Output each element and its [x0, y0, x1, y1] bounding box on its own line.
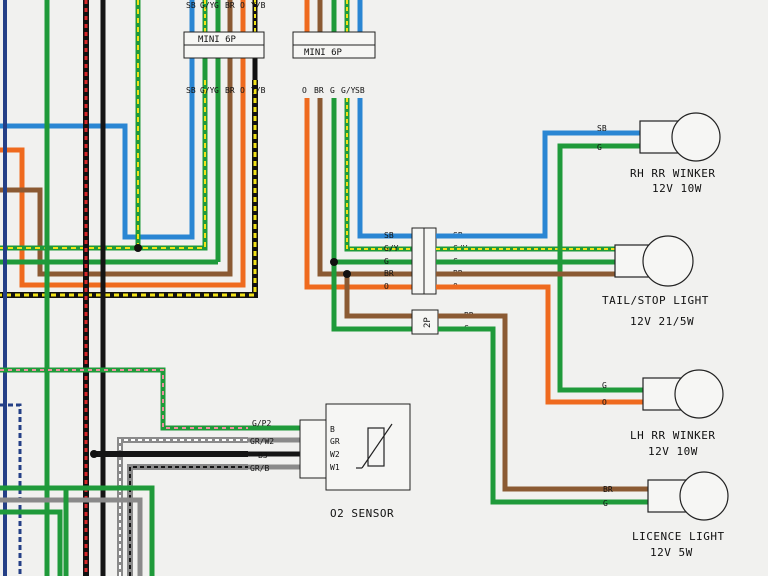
pin-label: G — [330, 86, 335, 95]
o2-pin: W2 — [330, 450, 340, 459]
pin-label: G — [384, 257, 389, 266]
pin-label: Y/B — [251, 86, 266, 95]
o2-pin: W1 — [330, 463, 340, 472]
lh-rr-winker-lamp: LH RR WINKER 12V 10W — [630, 369, 724, 458]
lower-left-harness — [0, 367, 248, 576]
pin-label: SB — [186, 86, 196, 95]
pin-label: O — [240, 1, 245, 10]
pin-label: BR — [603, 485, 613, 494]
pin-label: BR — [384, 269, 394, 278]
o2-sensor-name: O2 SENSOR — [330, 507, 394, 520]
pin-label: Y/B — [251, 1, 266, 10]
connector-2p-label: 2P — [423, 317, 433, 328]
lh-rr-winker-name: LH RR WINKER — [630, 429, 715, 442]
pin-label: G — [602, 381, 607, 390]
pin-label: G — [214, 86, 219, 95]
o2-wire-label: GR/B — [250, 464, 269, 473]
pin-label: G — [597, 143, 602, 152]
mini6p-right-label: MINI 6P — [304, 48, 343, 58]
pin-label: BR — [314, 86, 324, 95]
pin-label: O — [384, 282, 389, 291]
o2-wire-label: GR/W2 — [250, 437, 274, 446]
pin-label: G — [214, 1, 219, 10]
licence-light-name: LICENCE LIGHT — [632, 530, 725, 543]
pin-label: SB — [186, 1, 196, 10]
pin-label: G/Y — [384, 244, 399, 253]
pin-label: SB — [384, 231, 394, 240]
right-wiring: SB G G O BR G — [436, 124, 648, 508]
pin-label: BR — [225, 1, 235, 10]
pin-label: G — [603, 499, 608, 508]
rh-rr-winker-spec: 12V 10W — [652, 182, 702, 195]
rh-rr-winker-lamp: RH RR WINKER 12V 10W — [630, 112, 721, 195]
pin-label: SB — [355, 86, 365, 95]
rh-rr-winker-name: RH RR WINKER — [630, 167, 715, 180]
pin-label: G/Y — [200, 86, 215, 95]
o2-pin: B — [330, 425, 335, 434]
pin-label: G/Y — [200, 1, 215, 10]
mini6p-left-connector: MINI 6P SB G/Y G BR O Y/B SB G/Y G BR O … — [183, 0, 266, 95]
o2-wire-label: G/P2 — [252, 419, 271, 428]
licence-light-lamp: LICENCE LIGHT 12V 5W — [632, 471, 729, 559]
o2-pin: GR — [330, 437, 340, 446]
mini6p-right-connector: MINI 6P O BR G G/Y SB — [292, 0, 376, 95]
tail-stop-light-spec: 12V 21/5W — [630, 315, 694, 328]
pin-label: G/Y — [341, 86, 356, 95]
mini6p-left-label: MINI 6P — [198, 35, 237, 45]
pin-label: O — [302, 86, 307, 95]
left-trunk — [3, 0, 106, 576]
pin-label: O — [240, 86, 245, 95]
pin-label: O — [602, 398, 607, 407]
o2-sensor: B GR W2 W1 G/P2 GR/W2 B3 GR/B O2 SENSOR — [248, 403, 411, 520]
center-wiring — [304, 98, 412, 332]
pin-label: BR — [225, 86, 235, 95]
licence-light-spec: 12V 5W — [650, 546, 693, 559]
tail-stop-light-name: TAIL/STOP LIGHT — [602, 294, 709, 307]
tail-stop-light-lamp: TAIL/STOP LIGHT 12V 21/5W — [602, 235, 709, 328]
lh-rr-winker-spec: 12V 10W — [648, 445, 698, 458]
pin-label: SB — [597, 124, 607, 133]
o2-wire-label: B3 — [258, 451, 268, 460]
